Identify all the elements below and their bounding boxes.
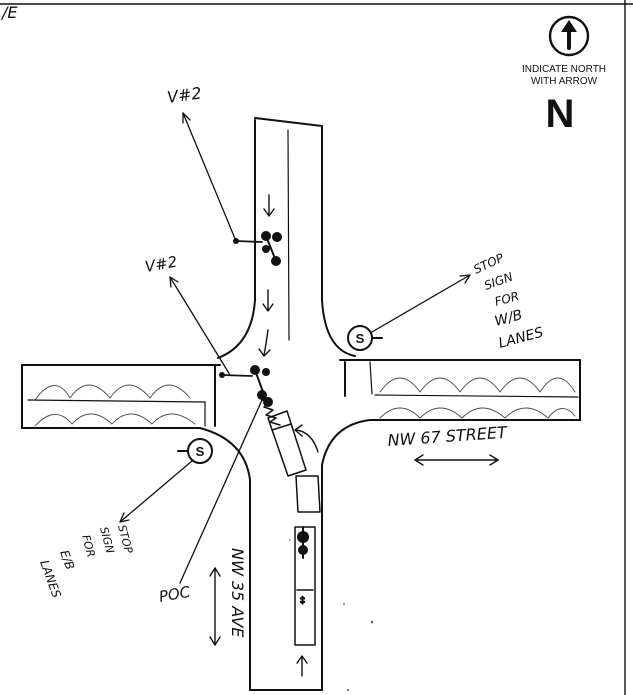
north-caption-line1: INDICATE NORTH	[522, 64, 606, 75]
north-indicator: INDICATE NORTH WITH ARROW N	[522, 15, 606, 136]
bicycle-icon	[297, 526, 309, 559]
truck-body	[267, 410, 307, 477]
stop-sign-west: S	[119, 438, 213, 523]
street-ns-label: NW 35 AVE	[228, 548, 247, 638]
arrow-up-icon	[296, 655, 308, 677]
scan-specks	[289, 539, 374, 691]
corner-mark: /E	[0, 3, 18, 22]
eb-label-line: E/B	[57, 548, 77, 571]
trailer-mark: ‡	[300, 595, 305, 605]
truck-cab	[295, 475, 321, 513]
cyclist-icon	[250, 365, 273, 407]
label-stop-sign-wb: STOP SIGN FOR W/B LANES	[471, 250, 545, 352]
poc-callout: POC	[158, 399, 263, 606]
eb-label-line: SIGN	[97, 525, 117, 554]
arrow-turn-icon	[294, 424, 319, 453]
street-ew-label: NW 67 STREET	[387, 423, 509, 450]
eb-label-line: STOP	[115, 523, 135, 555]
vehicle-2-lower-label: V#2	[144, 253, 179, 276]
street-ns: NW 35 AVE	[209, 548, 247, 646]
cyclist-icon	[261, 231, 282, 266]
stop-symbol-east: S	[356, 331, 365, 346]
vehicle-2-lower-callout: V#2	[144, 253, 273, 407]
eb-label-line: LANES	[37, 558, 64, 600]
vehicle-1: ‡	[261, 399, 321, 646]
road-edges	[21, 117, 581, 691]
stop-symbol-west: S	[196, 444, 205, 459]
label-stop-sign-eb: STOP SIGN FOR E/B LANES	[37, 523, 135, 600]
north-letter: N	[546, 92, 575, 136]
arrow-down-icon	[258, 329, 271, 357]
wb-label-line: LANES	[497, 325, 545, 352]
vehicle-2-upper-callout: V#2	[166, 83, 282, 266]
wb-label-line: SIGN	[482, 270, 514, 293]
wb-label-line: W/B	[493, 307, 524, 330]
eb-label-line: FOR	[79, 533, 97, 558]
stop-sign-east: S	[347, 274, 471, 351]
road-hatching	[34, 377, 576, 427]
vehicle-2-upper-label: V#2	[166, 83, 203, 107]
north-arrow-icon	[548, 15, 590, 57]
trailer	[294, 526, 316, 646]
arrow-down-icon	[263, 194, 275, 217]
poc-label: POC	[158, 583, 192, 606]
travel-arrows	[258, 194, 319, 677]
street-ew: NW 67 STREET	[387, 423, 509, 466]
north-caption-line2: WITH ARROW	[531, 76, 598, 87]
arrow-down-icon	[262, 289, 274, 312]
wb-label-line: FOR	[493, 289, 520, 309]
